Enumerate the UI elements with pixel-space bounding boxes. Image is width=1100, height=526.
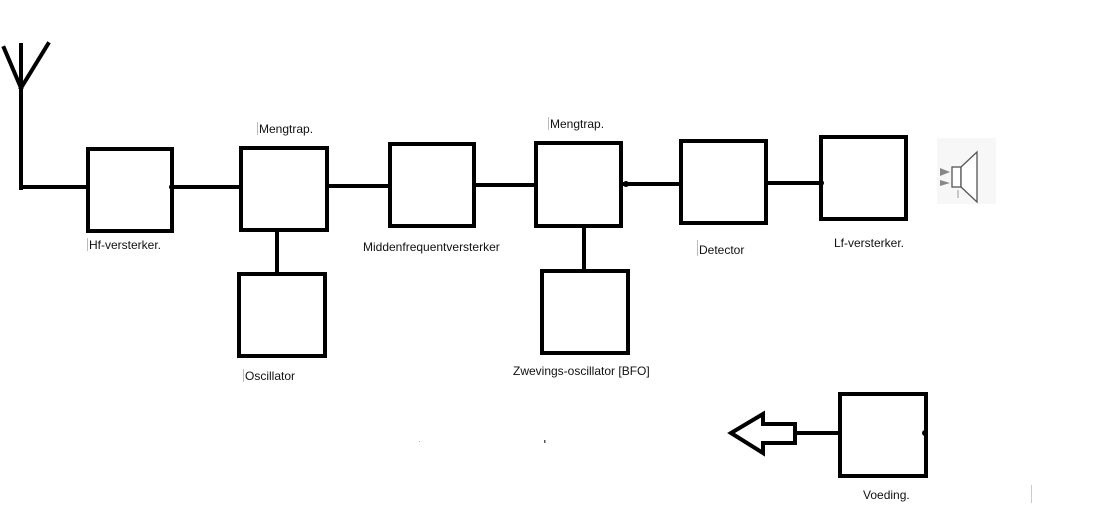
bfo-label: Zwevings-oscillator [BFO] (513, 364, 650, 378)
arrow-left-icon (727, 410, 842, 457)
if-amplifier-block (388, 142, 476, 228)
mixer2-label: Mengtrap. (548, 117, 605, 131)
lf-amplifier-label: Lf-versterker. (834, 236, 905, 250)
lf-amplifier-block (819, 135, 908, 221)
oscillator-label: Oscillator (243, 369, 296, 383)
hf-amplifier-label: Hf-versterker. (87, 238, 162, 252)
mixer2-block (534, 141, 623, 228)
detector-label: Detector (697, 240, 744, 257)
if-amplifier-label: Middenfrequentversterker (363, 240, 500, 254)
bfo-block (540, 269, 630, 355)
power-supply-label: Voeding. (863, 488, 910, 502)
power-supply-block (838, 392, 928, 478)
hf-amplifier-block (86, 147, 174, 233)
oscillator-block (237, 272, 327, 358)
junction-dot (623, 181, 629, 187)
antenna-icon (1, 41, 51, 190)
mixer1-block (239, 146, 329, 232)
speaker-icon (937, 138, 996, 204)
mixer1-label: Mengtrap. (257, 122, 314, 136)
stray-mark (544, 440, 546, 443)
detector-block (679, 139, 768, 225)
text-cursor-mark (1031, 485, 1032, 503)
stray-mark (419, 441, 420, 442)
